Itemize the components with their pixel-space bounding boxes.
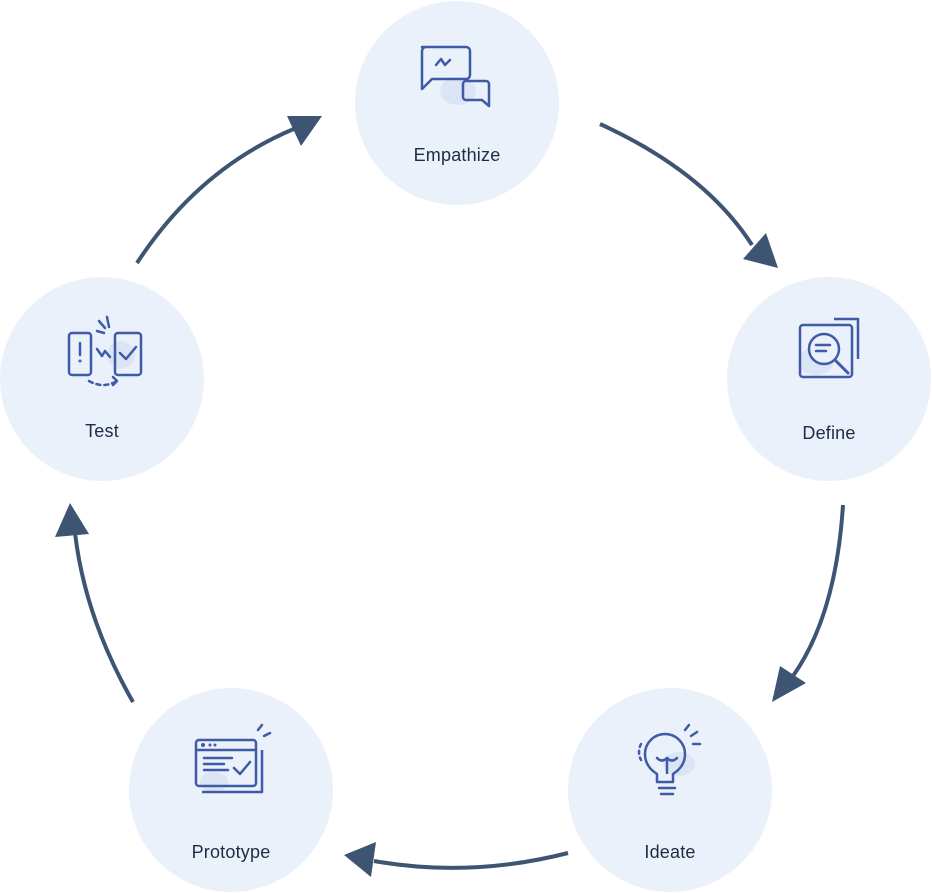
stage-label-define: Define [802, 423, 856, 443]
arrowhead-test-to-empathize [287, 116, 322, 146]
browser-window-check-icon [194, 723, 272, 794]
lightbulb-icon [637, 723, 702, 796]
arrowhead-define-to-ideate [772, 666, 806, 702]
arrowhead-empathize-to-define [743, 233, 778, 268]
arrow-test-to-empathize [135, 126, 297, 265]
chat-bubbles-icon [420, 45, 491, 108]
arrow-empathize-to-define [599, 122, 754, 247]
magnifier-document-icon [798, 317, 860, 379]
stage-label-ideate: Ideate [644, 842, 696, 862]
stage-label-test: Test [85, 421, 119, 441]
stage-prototype: Prototype [129, 688, 333, 892]
arrow-define-to-ideate [791, 504, 845, 678]
device-test-icon [67, 315, 143, 387]
stage-define: Define [727, 277, 931, 481]
stage-empathize: Empathize [355, 1, 559, 205]
stage-label-empathize: Empathize [413, 145, 501, 165]
stage-test: Test [0, 277, 204, 481]
arrowhead-prototype-to-test [55, 503, 89, 537]
stage-ideate: Ideate [568, 688, 772, 892]
arrowhead-ideate-to-prototype [344, 842, 376, 877]
arrow-ideate-to-prototype [373, 851, 569, 870]
arrow-prototype-to-test [73, 532, 135, 703]
stage-label-prototype: Prototype [191, 842, 271, 862]
